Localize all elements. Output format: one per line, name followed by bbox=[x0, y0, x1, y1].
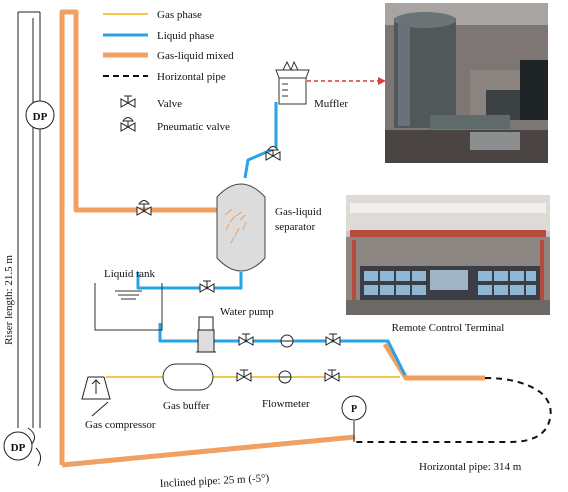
drain-valve bbox=[199, 280, 215, 293]
flowmeter-icon bbox=[280, 334, 294, 348]
water-pump-label: Water pump bbox=[220, 306, 274, 318]
dp-top-label: DP bbox=[33, 111, 48, 123]
gas-flowmeter-icon bbox=[278, 370, 292, 384]
muffler-pneumatic-valve bbox=[265, 146, 281, 161]
pump-icon bbox=[196, 316, 216, 353]
dp-bottom-label: DP bbox=[11, 442, 26, 454]
pneumatic-valve-icon bbox=[120, 117, 136, 132]
dp-gauge-top: DP bbox=[25, 100, 55, 130]
pressure-gauge: P bbox=[341, 395, 367, 421]
liquid-tank bbox=[94, 283, 163, 331]
legend-horizontal-label: Horizontal pipe bbox=[157, 71, 226, 83]
muffler-label: Muffler bbox=[314, 98, 348, 110]
separator-label-2: separator bbox=[275, 221, 316, 233]
horizontal-pipe bbox=[355, 377, 552, 443]
flowmeter-label: Flowmeter bbox=[262, 398, 310, 410]
liquid-valve-2 bbox=[325, 333, 341, 346]
muffler-icon bbox=[275, 60, 310, 105]
gas-valve-1 bbox=[236, 369, 252, 382]
photo-pointer-arrow bbox=[307, 77, 386, 85]
legend-liquid-label: Liquid phase bbox=[157, 30, 214, 42]
valve-icon bbox=[120, 95, 136, 108]
compressor-icon bbox=[81, 376, 111, 400]
legend-mixed-label: Gas-liquid mixed bbox=[157, 50, 234, 62]
gas-compressor-label: Gas compressor bbox=[85, 419, 156, 431]
remote-terminal-label: Remote Control Terminal bbox=[392, 322, 505, 334]
legend-valve-label: Valve bbox=[157, 98, 182, 110]
liquid-phase-pipes bbox=[136, 102, 407, 376]
gas-liquid-separator bbox=[216, 183, 266, 272]
legend-pneumatic-label: Pneumatic valve bbox=[157, 121, 230, 133]
gas-buffer-label: Gas buffer bbox=[163, 400, 210, 412]
dp-gauge-bottom: DP bbox=[3, 431, 33, 461]
separator-photo bbox=[385, 3, 548, 163]
liquid-tank-label: Liquid tank bbox=[104, 268, 156, 280]
compressor-pointer bbox=[91, 401, 109, 417]
horizontal-pipe-label: Horizontal pipe: 314 m bbox=[419, 461, 522, 473]
pressure-label: P bbox=[351, 404, 357, 415]
gas-valve-2 bbox=[324, 369, 340, 382]
mixed-phase-pipes bbox=[59, 9, 485, 468]
separator-label-1: Gas-liquid bbox=[275, 206, 322, 218]
liquid-valve-1 bbox=[238, 333, 254, 346]
riser-length-label: Riser length: 21.5 m bbox=[3, 255, 15, 345]
legend: Gas phase Liquid phase Gas-liquid mixed … bbox=[103, 9, 234, 133]
inlet-pneumatic-valve bbox=[136, 200, 152, 216]
riser-column bbox=[17, 11, 42, 467]
gas-buffer bbox=[162, 363, 214, 391]
legend-gas-label: Gas phase bbox=[157, 9, 202, 21]
control-room-photo bbox=[346, 195, 550, 315]
inclined-pipe-label: Inclined pipe: 25 m (-5°) bbox=[160, 472, 270, 490]
